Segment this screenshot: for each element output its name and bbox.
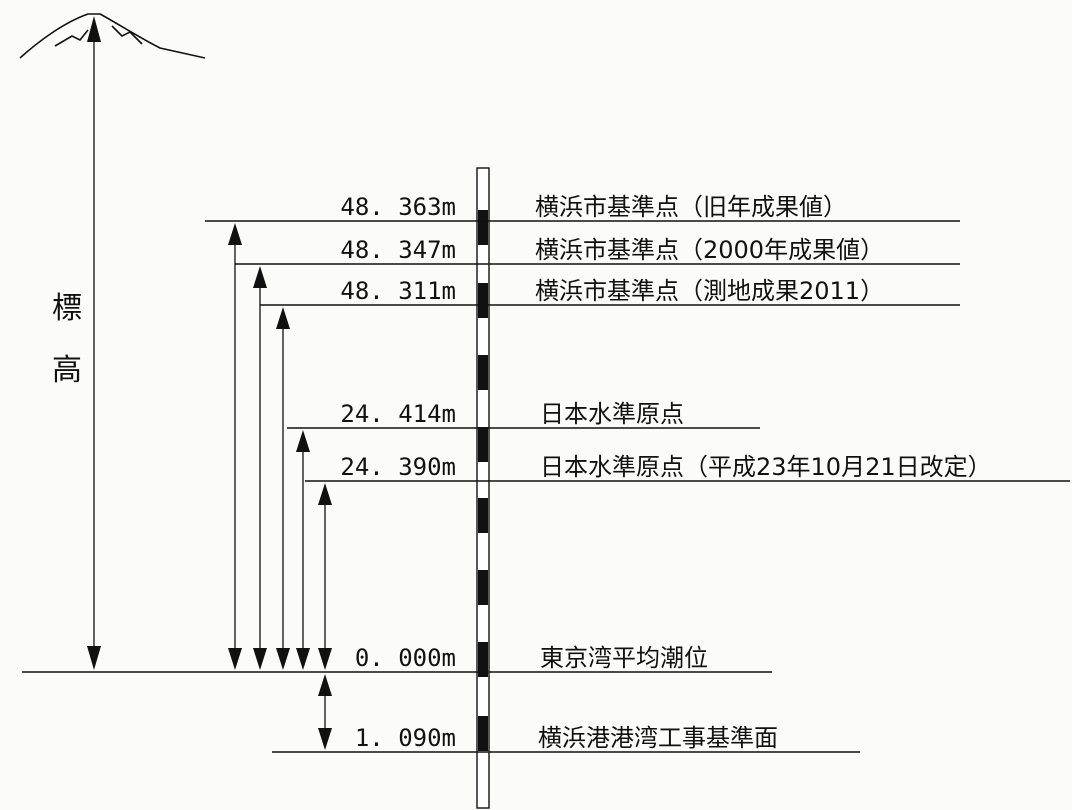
height-arrow [318, 483, 332, 670]
staff-segment [478, 210, 488, 245]
height-arrows [228, 223, 332, 750]
level-name-1: 横浜市基準点（旧年成果値） [535, 193, 847, 221]
level-value-1: 48. 363m [340, 193, 456, 221]
level-value-6: 0. 000m [355, 644, 456, 672]
level-value-3: 48. 311m [340, 277, 456, 305]
level-value-2: 48. 347m [340, 236, 456, 264]
height-arrow [318, 674, 332, 750]
height-arrow [276, 307, 290, 670]
staff-segment [478, 498, 488, 533]
staff-segment [478, 716, 488, 751]
staff-segment [478, 427, 488, 462]
staff-segment [478, 355, 488, 390]
level-name-4: 日本水準原点 [540, 400, 684, 428]
vertical-label-char-2: 高 [52, 353, 82, 388]
level-name-6: 東京湾平均潮位 [540, 644, 708, 672]
leveling-staff [476, 167, 490, 809]
staff-segment [478, 570, 488, 605]
level-name-3: 横浜市基準点（測地成果2011） [535, 277, 884, 305]
level-name-7: 横浜港港湾工事基準面 [538, 724, 778, 752]
staff-segment [478, 642, 488, 677]
vertical-label-char-1: 標 [52, 291, 82, 326]
height-arrow [296, 430, 310, 670]
level-name-2: 横浜市基準点（2000年成果値） [535, 236, 884, 264]
level-name-5: 日本水準原点（平成23年10月21日改定） [540, 453, 992, 481]
staff-segment [478, 283, 488, 318]
level-value-5: 24. 390m [340, 453, 456, 481]
level-value-7: 1. 090m [355, 724, 456, 752]
elevation-arrow [87, 16, 101, 670]
height-arrow [228, 223, 242, 670]
height-arrow [253, 266, 267, 670]
level-value-4: 24. 414m [340, 400, 456, 428]
mountain-icon [19, 13, 206, 59]
